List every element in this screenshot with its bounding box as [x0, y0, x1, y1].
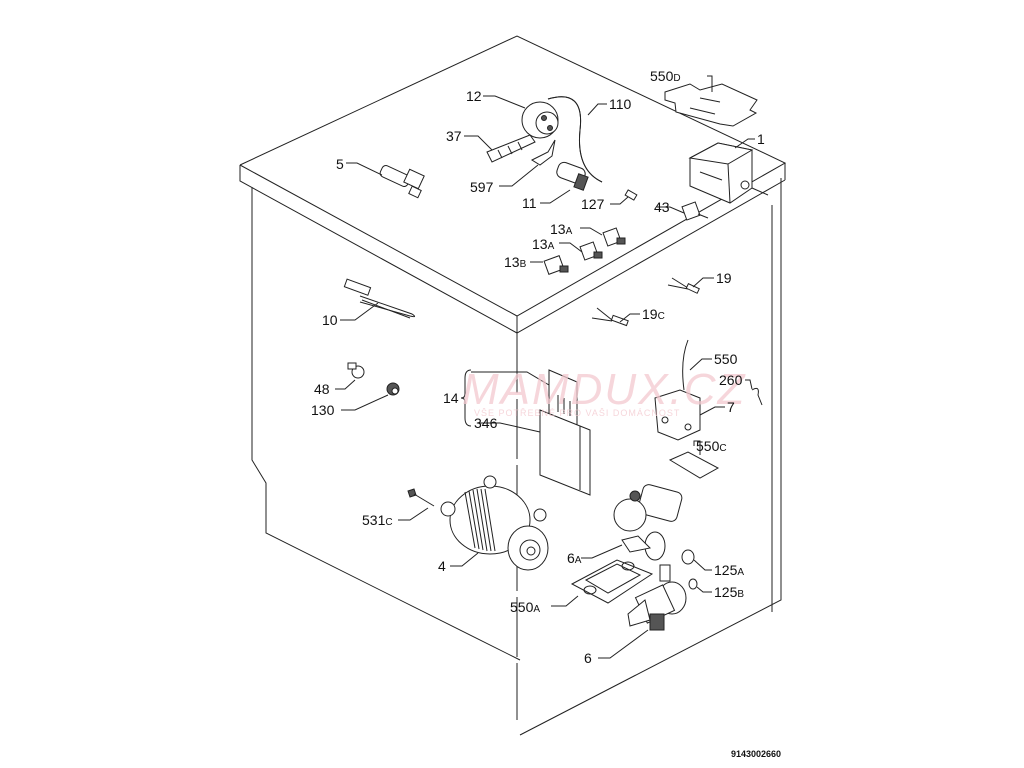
part-5-temperature-sensor[interactable] — [379, 164, 425, 199]
callout-19c[interactable]: 19C — [642, 306, 665, 322]
part-346-cable-cover[interactable] — [539, 369, 591, 496]
part-48-thermostat[interactable] — [347, 362, 365, 379]
part-127-connector[interactable] — [624, 189, 638, 201]
callout-13a-2[interactable]: 13A — [532, 236, 555, 252]
callout-346[interactable]: 346 — [474, 415, 498, 431]
callout-19[interactable]: 19 — [716, 270, 732, 286]
part-260-clip[interactable] — [751, 387, 763, 406]
part-110-pressure-hose[interactable] — [547, 96, 603, 183]
part-550c-cover[interactable] — [668, 451, 720, 479]
document-number: 9143002660 — [731, 749, 782, 759]
callout-43[interactable]: 43 — [654, 199, 670, 215]
part-125a-o-ring[interactable] — [681, 549, 695, 565]
part-10-heating-element[interactable] — [343, 278, 416, 319]
callout-110[interactable]: 110 — [609, 96, 632, 112]
callout-550[interactable]: 550 — [714, 351, 738, 367]
callout-550d[interactable]: 550D — [650, 68, 681, 84]
callout-550c[interactable]: 550C — [696, 438, 727, 454]
part-11-capacitor[interactable] — [555, 161, 589, 191]
callout-1[interactable]: 1 — [757, 131, 765, 147]
part-6-drain-pump[interactable] — [627, 564, 687, 631]
part-550-interlock-wiring[interactable] — [682, 339, 689, 391]
callout-5[interactable]: 5 — [336, 156, 344, 172]
watermark-logo: MAMDUX.CZ — [462, 365, 747, 414]
cabinet-outline — [239, 35, 787, 736]
callout-14[interactable]: 14 — [443, 390, 459, 406]
callout-531c[interactable]: 531C — [362, 512, 393, 528]
part-125b-o-ring[interactable] — [688, 578, 698, 590]
callout-12[interactable]: 12 — [466, 88, 482, 104]
part-12-pressure-switch[interactable] — [521, 101, 559, 139]
callout-6a[interactable]: 6A — [567, 550, 582, 566]
callout-48[interactable]: 48 — [314, 381, 330, 397]
part-19-suppressor[interactable] — [667, 277, 700, 294]
part-7-door-interlock[interactable] — [654, 389, 701, 441]
watermark-tagline: VŠE POTŘEBNÉ PRO VAŠI DOMÁCNOST — [474, 408, 681, 418]
callout-10[interactable]: 10 — [322, 312, 338, 328]
callout-550a[interactable]: 550A — [510, 599, 541, 615]
part-1-program-timer[interactable] — [688, 142, 769, 204]
part-13a-selector-switch-2[interactable] — [579, 241, 603, 261]
part-550a-insulation-pad[interactable] — [570, 559, 654, 604]
callout-125b[interactable]: 125B — [714, 584, 745, 600]
part-43-switch[interactable] — [681, 201, 709, 221]
part-pump-housing[interactable] — [613, 483, 683, 561]
callout-125a[interactable]: 125A — [714, 562, 745, 578]
part-597-bracket[interactable] — [530, 139, 556, 166]
callout-597[interactable]: 597 — [470, 179, 494, 195]
part-4-motor[interactable] — [440, 475, 549, 571]
part-13b-selector-switch[interactable] — [543, 255, 569, 275]
part-6a-pump-bracket[interactable] — [621, 535, 652, 553]
part-531c-screw[interactable] — [407, 488, 435, 507]
leader-lines — [335, 75, 755, 659]
label-14-brace — [460, 369, 472, 427]
callout-127[interactable]: 127 — [581, 196, 605, 212]
callout-13a-1[interactable]: 13A — [550, 221, 573, 237]
callout-4[interactable]: 4 — [438, 558, 446, 574]
part-130-thermostat-nut[interactable] — [386, 382, 400, 396]
part-13a-selector-switch-1[interactable] — [602, 227, 626, 247]
callout-130[interactable]: 130 — [311, 402, 335, 418]
part-19c-suppressor[interactable] — [591, 307, 629, 327]
part-37-terminal-block[interactable] — [486, 134, 536, 163]
part-550d-insulation-sheet[interactable] — [664, 83, 758, 127]
callout-6[interactable]: 6 — [584, 650, 592, 666]
callout-260[interactable]: 260 — [719, 372, 743, 388]
callout-11[interactable]: 11 — [522, 195, 537, 211]
callout-7[interactable]: 7 — [727, 399, 735, 415]
callout-37[interactable]: 37 — [446, 128, 462, 144]
callout-13b[interactable]: 13B — [504, 254, 527, 270]
